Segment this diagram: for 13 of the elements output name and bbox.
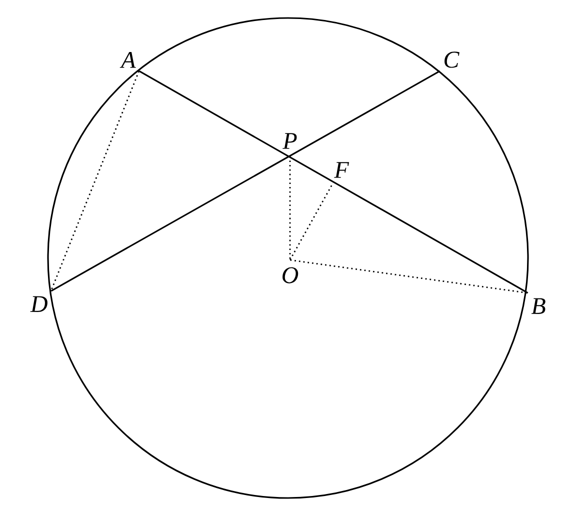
point-label: F <box>334 162 350 178</box>
point-label: D <box>30 296 48 312</box>
dotted-line <box>290 182 334 260</box>
point-label: O <box>282 267 298 284</box>
line-segment <box>138 70 528 294</box>
point-label: C <box>444 52 460 68</box>
dotted-line <box>289 156 291 260</box>
point-label: P <box>282 133 297 149</box>
line-segment <box>50 70 440 292</box>
point-label: B <box>531 298 546 314</box>
point-label: A <box>120 52 136 68</box>
dotted-line <box>50 70 140 292</box>
dotted-line <box>290 259 528 294</box>
